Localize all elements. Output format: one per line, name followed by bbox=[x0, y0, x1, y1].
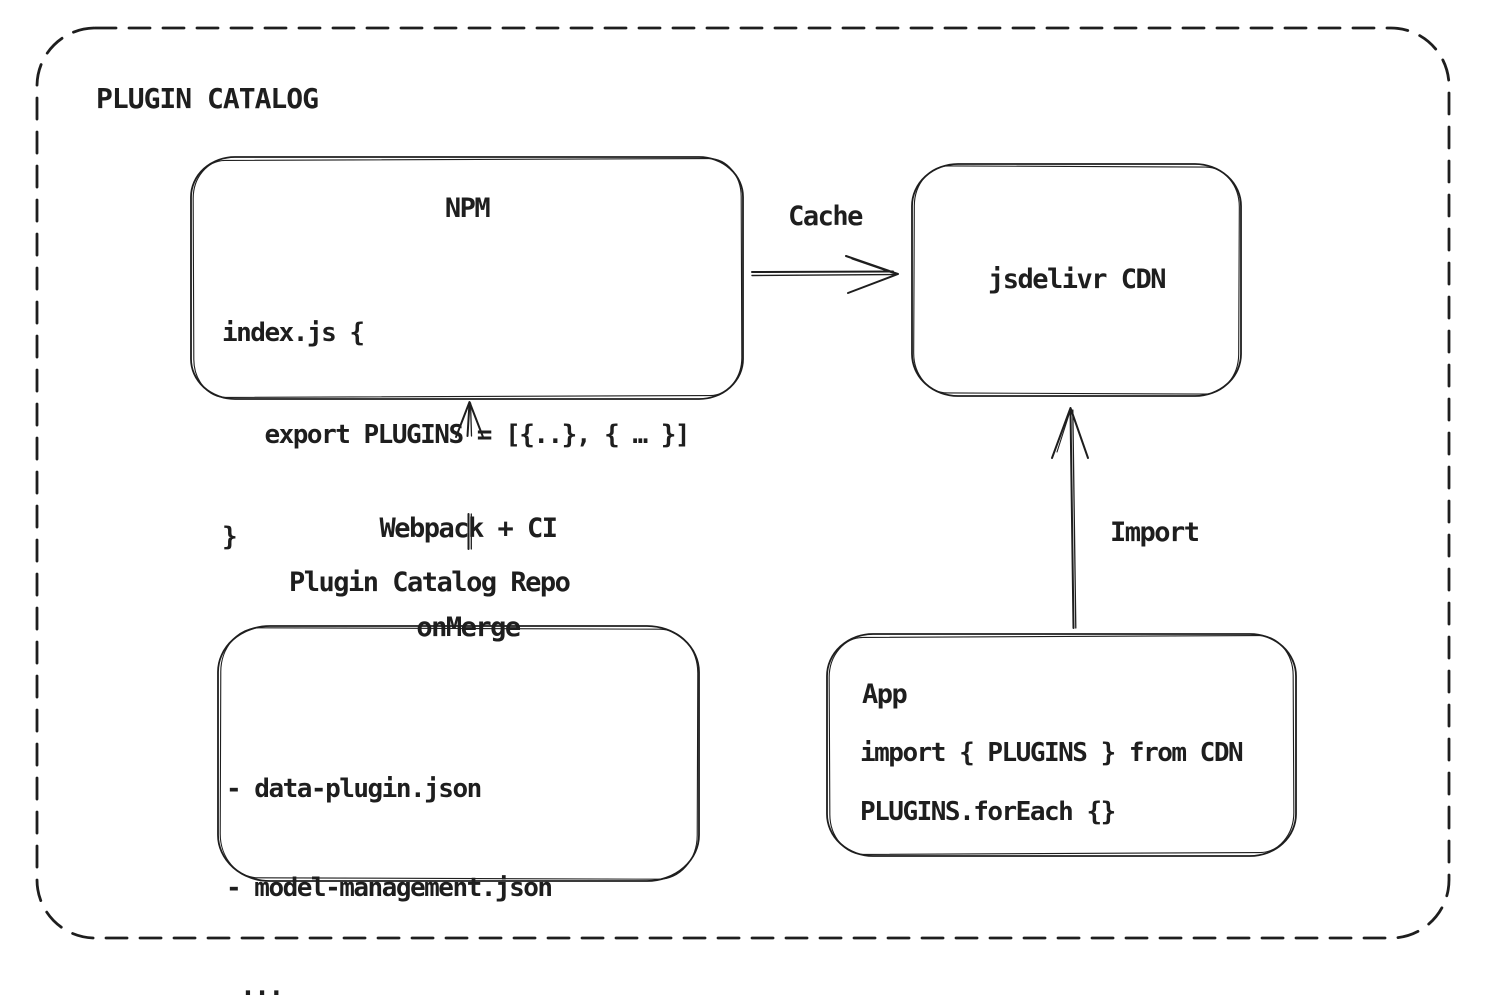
diagram-title: PLUGIN CATALOG bbox=[96, 82, 319, 115]
app-box bbox=[826, 633, 1297, 857]
catalog-boundary-box bbox=[35, 26, 1451, 940]
npm-box bbox=[190, 156, 744, 400]
app-code-line: import { PLUGINS } from CDN bbox=[860, 738, 1244, 768]
import-arrow bbox=[1051, 407, 1089, 629]
npm-title: NPM bbox=[444, 193, 491, 224]
repo-file-item: ... bbox=[226, 972, 284, 1002]
repo-file-item: - data-plugin.json bbox=[226, 774, 482, 804]
repo-caption: Plugin Catalog Repo bbox=[289, 567, 571, 598]
build-edge-label-line: Webpack + CI bbox=[379, 513, 558, 544]
repo-box bbox=[217, 625, 700, 882]
build-arrowhead bbox=[455, 401, 484, 438]
cache-edge-label: Cache bbox=[788, 201, 863, 232]
repo-file-list: - data-plugin.json - model-management.js… bbox=[226, 707, 553, 1002]
build-edge-label-line: onMerge bbox=[416, 612, 521, 643]
import-edge-label: Import bbox=[1110, 517, 1200, 548]
cdn-box bbox=[911, 163, 1242, 397]
npm-code-line: } bbox=[222, 522, 238, 552]
cache-arrowhead bbox=[845, 255, 899, 294]
npm-code: index.js { export PLUGINS = [{..}, { … }… bbox=[222, 248, 691, 622]
npm-code-line: export PLUGINS = [{..}, { … }] bbox=[222, 420, 690, 450]
cache-arrow bbox=[751, 255, 899, 294]
import-arrowhead bbox=[1051, 407, 1089, 459]
app-code-line: PLUGINS.forEach {} bbox=[860, 797, 1116, 827]
repo-file-item: - model-management.json bbox=[226, 873, 553, 903]
app-title: App bbox=[862, 679, 908, 710]
npm-code-line: index.js { bbox=[222, 318, 365, 348]
build-arrow bbox=[455, 401, 484, 550]
cdn-label: jsdelivr CDN bbox=[987, 264, 1167, 295]
build-edge-label: Webpack + CI onMerge bbox=[348, 446, 588, 710]
